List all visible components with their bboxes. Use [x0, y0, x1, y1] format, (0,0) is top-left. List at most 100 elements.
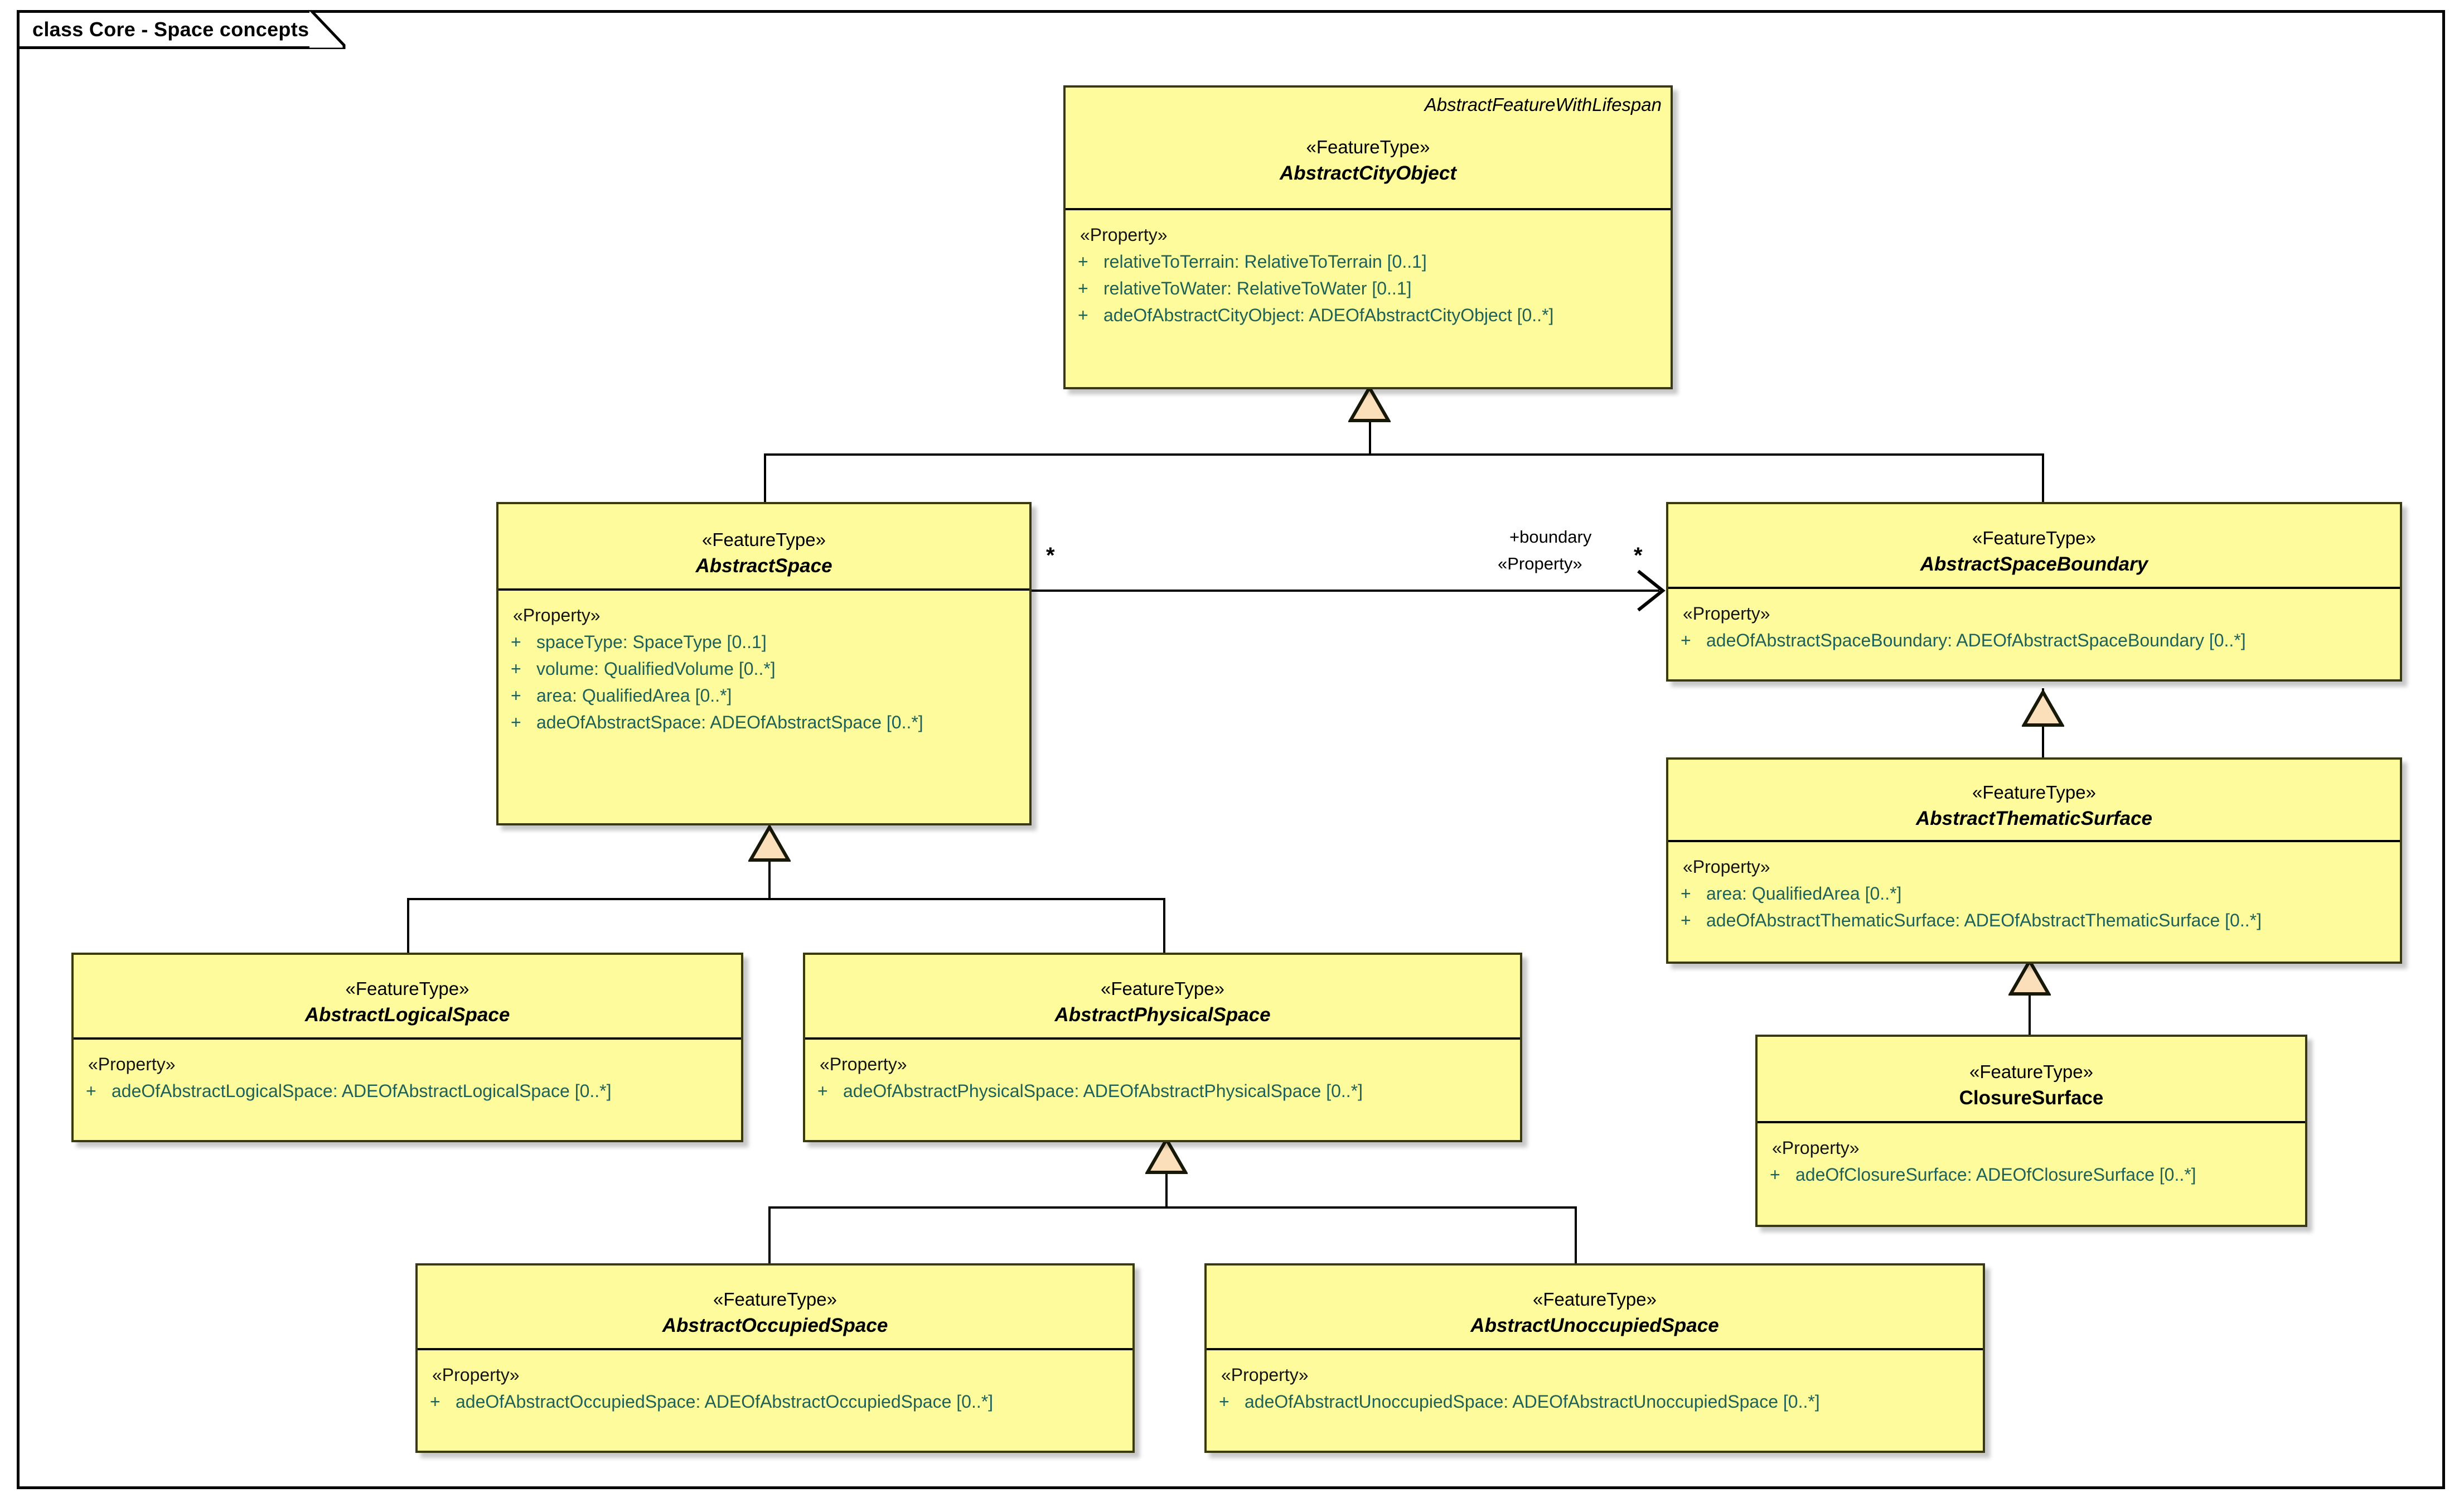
class-stereotype: «FeatureType»: [713, 1289, 837, 1310]
class-header-abstract-logical-space: «FeatureType» AbstractLogicalSpace: [74, 955, 741, 1040]
compartment-stereotype: «Property»: [1080, 225, 1168, 245]
property-signature: adeOfAbstractThematicSurface: ADEOfAbstr…: [1706, 910, 2262, 930]
class-properties-closure-surface: «Property» + adeOfClosureSurface: ADEOfC…: [1758, 1123, 2305, 1225]
class-closure-surface[interactable]: «FeatureType» ClosureSurface «Property» …: [1755, 1035, 2307, 1227]
property-row: + relativeToTerrain: RelativeToTerrain […: [1066, 252, 1671, 272]
class-header-abstract-physical-space: «FeatureType» AbstractPhysicalSpace: [805, 955, 1520, 1040]
generalization-line-closuresurface: [2029, 959, 2031, 1037]
class-name: AbstractThematicSurface: [1915, 808, 2153, 829]
property-row: + adeOfAbstractSpaceBoundary: ADEOfAbstr…: [1668, 630, 2400, 651]
property-row: + volume: QualifiedVolume [0..*]: [498, 659, 1029, 679]
property-signature: volume: QualifiedVolume [0..*]: [536, 659, 776, 679]
association-role-label: +boundary: [1509, 527, 1592, 547]
class-abstract-space[interactable]: «FeatureType» AbstractSpace «Property» +…: [496, 502, 1032, 825]
property-row: + relativeToWater: RelativeToWater [0..1…: [1066, 278, 1671, 299]
parent-class-name: AbstractFeatureWithLifespan: [1424, 94, 1662, 115]
compartment-stereotype: «Property»: [1221, 1365, 1309, 1385]
association-multiplicity-target: *: [1634, 543, 1643, 568]
generalization-line-space-stem: [768, 856, 771, 900]
class-properties-abstract-city-object: «Property» + relativeToTerrain: Relative…: [1066, 210, 1671, 387]
generalization-line-space-bar: [407, 898, 1165, 900]
class-properties-abstract-unoccupied-space: «Property» + adeOfAbstractUnoccupiedSpac…: [1207, 1350, 1983, 1451]
generalization-line-to-logicalspace: [407, 898, 409, 955]
compartment-stereotype: «Property»: [513, 605, 601, 625]
class-stereotype: «FeatureType»: [1972, 782, 2096, 803]
generalization-triangle-spaceboundary: [2022, 690, 2064, 727]
property-row: + adeOfAbstractCityObject: ADEOfAbstract…: [1066, 305, 1671, 326]
property-row: + adeOfClosureSurface: ADEOfClosureSurfa…: [1758, 1165, 2305, 1185]
property-visibility: +: [1770, 1165, 1780, 1185]
class-abstract-unoccupied-space[interactable]: «FeatureType» AbstractUnoccupiedSpace «P…: [1204, 1263, 1985, 1453]
association-role-stereotype: «Property»: [1498, 554, 1582, 573]
class-header-abstract-space: «FeatureType» AbstractSpace: [498, 504, 1029, 591]
property-row: + adeOfAbstractLogicalSpace: ADEOfAbstra…: [74, 1081, 741, 1102]
property-signature: adeOfAbstractUnoccupiedSpace: ADEOfAbstr…: [1245, 1392, 1820, 1412]
property-visibility: +: [1078, 278, 1088, 298]
class-properties-abstract-occupied-space: «Property» + adeOfAbstractOccupiedSpace:…: [418, 1350, 1132, 1451]
compartment-stereotype: «Property»: [1772, 1138, 1860, 1158]
diagram-title: class Core - Space concepts: [32, 18, 309, 41]
property-signature: spaceType: SpaceType [0..1]: [536, 632, 767, 652]
class-stereotype: «FeatureType»: [1101, 978, 1224, 999]
property-visibility: +: [430, 1392, 440, 1412]
property-visibility: +: [511, 685, 521, 706]
class-properties-abstract-space: «Property» + spaceType: SpaceType [0..1]…: [498, 591, 1029, 823]
association-arrowhead-boundary: [1634, 568, 1667, 614]
compartment-stereotype: «Property»: [820, 1054, 907, 1074]
generalization-line-physicalspace-stem: [1165, 1168, 1168, 1209]
generalization-line-cityobject-bar: [764, 453, 2044, 456]
property-signature: adeOfClosureSurface: ADEOfClosureSurface…: [1795, 1165, 2196, 1185]
class-name: AbstractPhysicalSpace: [1054, 1004, 1271, 1026]
class-header-abstract-city-object: AbstractFeatureWithLifespan «FeatureType…: [1066, 88, 1671, 210]
class-stereotype: «FeatureType»: [1306, 137, 1430, 157]
class-stereotype: «FeatureType»: [1533, 1289, 1657, 1310]
class-abstract-space-boundary[interactable]: «FeatureType» AbstractSpaceBoundary «Pro…: [1666, 502, 2402, 682]
property-signature: area: QualifiedArea [0..*]: [536, 685, 732, 706]
property-row: + adeOfAbstractSpace: ADEOfAbstractSpace…: [498, 712, 1029, 733]
diagram-title-tab-slant: [309, 10, 350, 49]
property-row: + adeOfAbstractPhysicalSpace: ADEOfAbstr…: [805, 1081, 1520, 1102]
class-properties-abstract-logical-space: «Property» + adeOfAbstractLogicalSpace: …: [74, 1040, 741, 1140]
property-row: + adeOfAbstractUnoccupiedSpace: ADEOfAbs…: [1207, 1392, 1983, 1412]
class-abstract-thematic-surface[interactable]: «FeatureType» AbstractThematicSurface «P…: [1666, 757, 2402, 964]
property-visibility: +: [1219, 1392, 1229, 1412]
property-visibility: +: [86, 1081, 96, 1101]
property-row: + area: QualifiedArea [0..*]: [1668, 883, 2400, 904]
property-row: + adeOfAbstractThematicSurface: ADEOfAbs…: [1668, 910, 2400, 931]
class-name: AbstractUnoccupiedSpace: [1470, 1315, 1719, 1336]
class-stereotype: «FeatureType»: [702, 529, 826, 550]
generalization-line-to-abstractspace: [764, 453, 766, 508]
class-abstract-occupied-space[interactable]: «FeatureType» AbstractOccupiedSpace «Pro…: [415, 1263, 1135, 1453]
property-visibility: +: [1681, 910, 1691, 930]
generalization-line-to-physicalspace: [1163, 898, 1165, 955]
class-header-closure-surface: «FeatureType» ClosureSurface: [1758, 1037, 2305, 1123]
class-abstract-physical-space[interactable]: «FeatureType» AbstractPhysicalSpace «Pro…: [803, 953, 1522, 1142]
property-visibility: +: [1078, 305, 1088, 325]
property-row: + area: QualifiedArea [0..*]: [498, 685, 1029, 706]
property-row: + spaceType: SpaceType [0..1]: [498, 632, 1029, 653]
class-abstract-city-object[interactable]: AbstractFeatureWithLifespan «FeatureType…: [1063, 85, 1673, 389]
property-visibility: +: [817, 1081, 828, 1101]
class-stereotype: «FeatureType»: [1972, 528, 2096, 548]
class-header-abstract-thematic-surface: «FeatureType» AbstractThematicSurface: [1668, 760, 2400, 842]
class-abstract-logical-space[interactable]: «FeatureType» AbstractLogicalSpace «Prop…: [71, 953, 743, 1142]
property-visibility: +: [511, 632, 521, 652]
diagram-title-tab: [17, 10, 312, 49]
property-visibility: +: [1681, 630, 1691, 650]
property-signature: adeOfAbstractPhysicalSpace: ADEOfAbstrac…: [843, 1081, 1363, 1101]
association-line-boundary: [1030, 590, 1659, 592]
class-properties-abstract-physical-space: «Property» + adeOfAbstractPhysicalSpace:…: [805, 1040, 1520, 1140]
class-name: ClosureSurface: [1959, 1087, 2104, 1109]
association-multiplicity-source: *: [1046, 543, 1055, 568]
generalization-line-physicalspace-bar: [768, 1206, 1577, 1209]
generalization-line-to-occupiedspace: [768, 1206, 771, 1268]
class-name: AbstractSpace: [695, 555, 832, 577]
class-stereotype: «FeatureType»: [1969, 1061, 2093, 1082]
property-visibility: +: [511, 712, 521, 732]
class-name: AbstractLogicalSpace: [304, 1004, 510, 1026]
generalization-triangle-cityobject: [1348, 386, 1391, 423]
class-name: AbstractOccupiedSpace: [662, 1315, 888, 1336]
property-visibility: +: [511, 659, 521, 679]
generalization-line-to-spaceboundary: [2042, 453, 2044, 508]
class-name: AbstractSpaceBoundary: [1920, 553, 2148, 575]
